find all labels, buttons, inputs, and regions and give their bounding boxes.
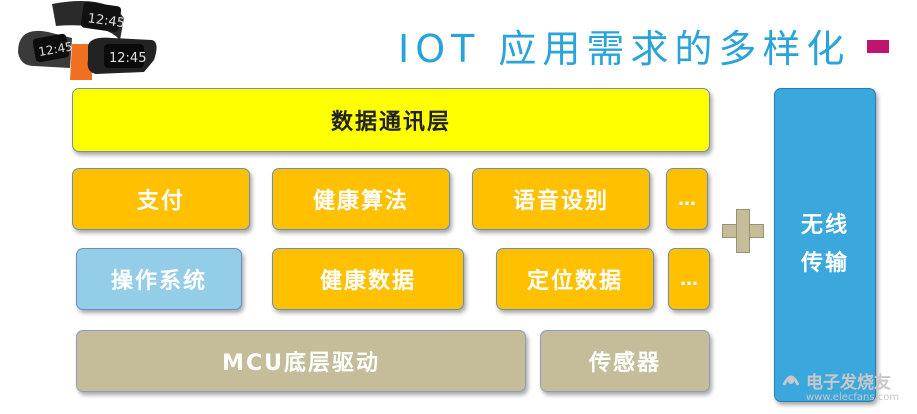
sensor-label: 传感器 xyxy=(588,351,661,376)
location-data-box: 定位数据 xyxy=(496,248,654,310)
more-box-row1: … xyxy=(666,168,708,230)
mcu-driver-box: MCU底层驱动 xyxy=(76,330,526,392)
wireless-label-line2: 传输 xyxy=(800,251,849,276)
operating-system-box: 操作系统 xyxy=(76,248,242,310)
health-algorithm-label: 健康算法 xyxy=(312,189,409,214)
more-box-row2: … xyxy=(668,248,710,310)
more-label-row2: … xyxy=(680,268,698,290)
title-accent-mark xyxy=(867,40,889,53)
svg-text:12:45: 12:45 xyxy=(109,51,146,66)
voice-recognition-box: 语音设别 xyxy=(472,168,650,230)
svg-text:12:45: 12:45 xyxy=(87,11,126,31)
wireless-transmission-box: 无线 传输 xyxy=(774,88,876,402)
watermark-url: www.elecfans.com xyxy=(806,392,900,403)
more-label-row1: … xyxy=(678,188,696,210)
sensor-box: 传感器 xyxy=(540,330,710,392)
operating-system-label: 操作系统 xyxy=(110,269,207,294)
location-data-label: 定位数据 xyxy=(526,269,623,294)
payment-box: 支付 xyxy=(72,168,250,230)
payment-label: 支付 xyxy=(136,189,185,214)
voice-recognition-label: 语音设别 xyxy=(512,189,609,214)
fitness-band-image: 12:45 12:45 12:45 xyxy=(18,1,157,80)
svg-text:12:45: 12:45 xyxy=(37,39,73,59)
health-algorithm-box: 健康算法 xyxy=(272,168,450,230)
data-communication-layer-label: 数据通讯层 xyxy=(330,110,451,135)
watermark-text: 电子发烧友 xyxy=(806,373,891,393)
mcu-driver-label: MCU底层驱动 xyxy=(222,351,380,376)
health-data-box: 健康数据 xyxy=(272,248,464,310)
page-title: IOT 应用需求的多样化 xyxy=(398,27,851,71)
health-data-label: 健康数据 xyxy=(319,269,416,294)
data-communication-layer: 数据通讯层 xyxy=(72,88,710,152)
plus-icon-vertical xyxy=(736,209,750,253)
logo-icon xyxy=(782,375,800,386)
wireless-label-line1: 无线 xyxy=(800,213,849,238)
